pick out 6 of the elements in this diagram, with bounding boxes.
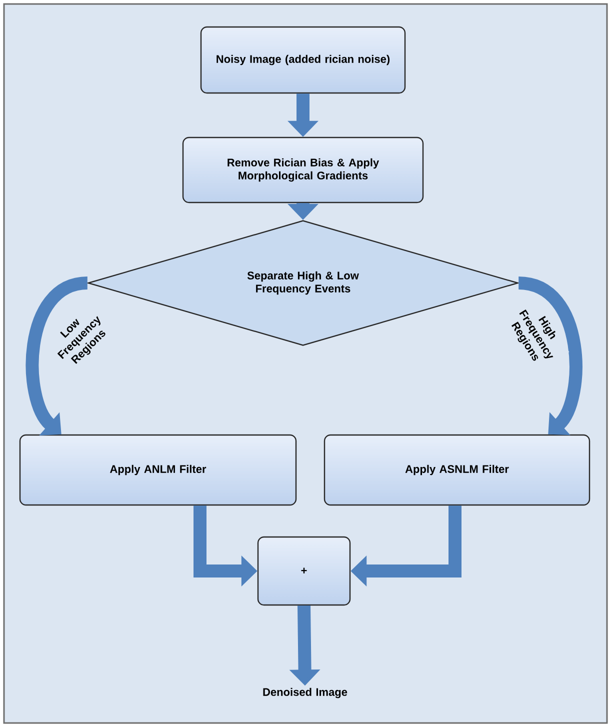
process-box: Apply ASNLM Filter <box>324 434 590 506</box>
process-box: Noisy Image (added rician noise) <box>200 26 406 94</box>
process-box: + <box>257 536 351 606</box>
process-box: Apply ANLM Filter <box>19 434 297 506</box>
output-label: Denoised Image <box>263 688 348 698</box>
process-box: Remove Rician Bias & Apply Morphological Gradients <box>182 136 424 204</box>
